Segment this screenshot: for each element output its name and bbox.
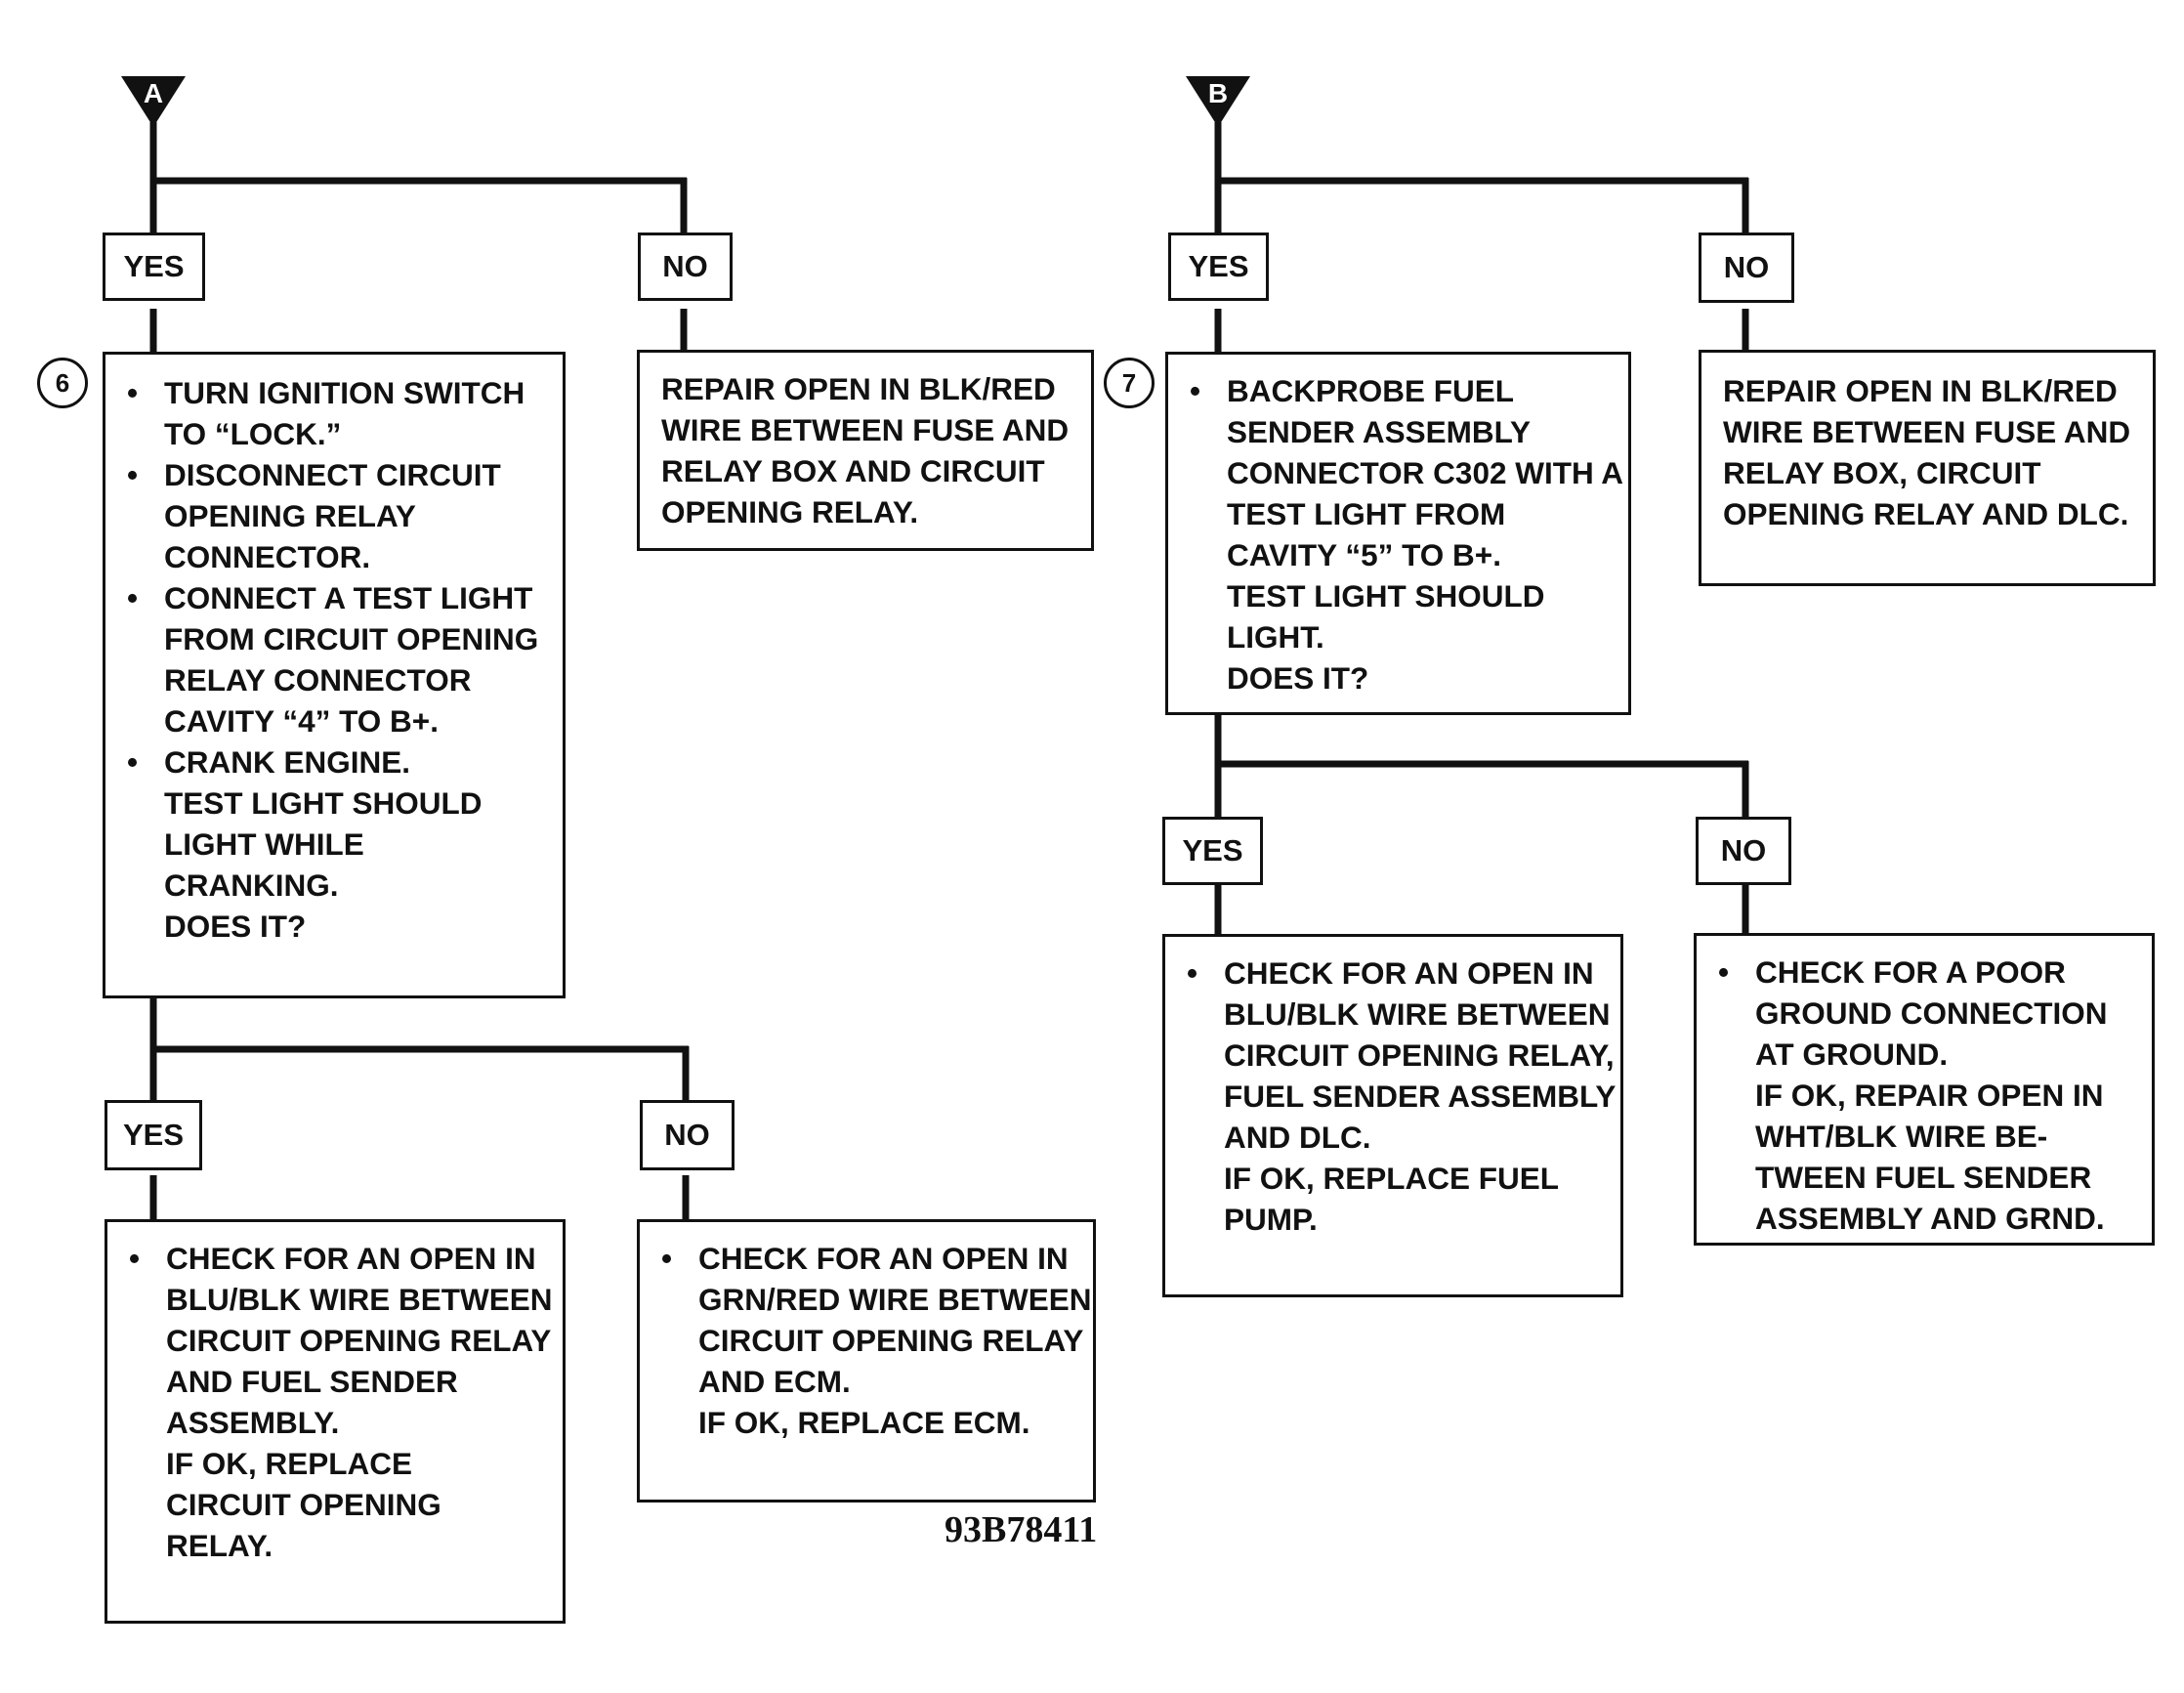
check-bullet: •CHECK FOR AN OPEN IN BLU/BLK WIRE BETWE… (129, 1241, 553, 1440)
step-6-line: CRANKING. (164, 868, 339, 903)
check-grn-red-box: •CHECK FOR AN OPEN IN GRN/RED WIRE BETWE… (637, 1219, 1096, 1503)
step-6-bullet: •CONNECT A TEST LIGHT FROM CIRCUIT OPENI… (127, 580, 539, 739)
step-number-7: 7 (1104, 358, 1155, 408)
step-6-question: DOES IT? (164, 909, 307, 944)
step-6-bullet: •CRANK ENGINE. (127, 744, 411, 780)
no-label-a: NO (638, 233, 733, 301)
check-line: IF OK, REPLACE (166, 1446, 413, 1481)
no-label-b-step7: NO (1696, 817, 1791, 885)
step-number-6: 6 (37, 358, 88, 408)
step-7-line: LIGHT. (1227, 619, 1324, 655)
check-line: TWEEN FUEL SENDER (1755, 1160, 2092, 1195)
check-line: IF OK, REPLACE FUEL (1224, 1161, 1560, 1196)
no-label-a-step6: NO (640, 1100, 735, 1170)
entry-letter-a: A (143, 78, 164, 108)
check-bullet: •CHECK FOR AN OPEN IN GRN/RED WIRE BETWE… (661, 1241, 1092, 1399)
repair-box-b: REPAIR OPEN IN BLK/RED WIRE BETWEEN FUSE… (1699, 350, 2156, 586)
step-7-bullet: •BACKPROBE FUEL SENDER ASSEMBLY CONNECTO… (1190, 373, 1622, 572)
entry-triangle-b (1186, 76, 1250, 127)
check-line: IF OK, REPLACE ECM. (698, 1405, 1030, 1440)
step-6-line: LIGHT WHILE (164, 826, 364, 862)
entry-letter-b: B (1207, 78, 1229, 108)
check-blu-blk-box: •CHECK FOR AN OPEN IN BLU/BLK WIRE BETWE… (105, 1219, 566, 1624)
check-line: IF OK, REPAIR OPEN IN (1755, 1078, 2104, 1113)
step-6-box: •TURN IGNITION SWITCH TO “LOCK.” •DISCON… (103, 352, 566, 998)
check-line: CIRCUIT OPENING (166, 1487, 441, 1522)
no-label-b: NO (1699, 233, 1794, 303)
yes-label-a: YES (103, 233, 205, 301)
check-line: PUMP. (1224, 1202, 1318, 1237)
step-7-question: DOES IT? (1227, 660, 1369, 696)
step-6-line: TEST LIGHT SHOULD (164, 785, 483, 821)
step-7-line: TEST LIGHT SHOULD (1227, 578, 1545, 614)
check-bullet: •CHECK FOR AN OPEN IN BLU/BLK WIRE BETWE… (1187, 955, 1616, 1155)
yes-label-a-step6: YES (105, 1100, 202, 1170)
repair-box-a: REPAIR OPEN IN BLK/RED WIRE BETWEEN FUSE… (637, 350, 1094, 551)
check-bullet: •CHECK FOR A POOR GROUND CONNECTION AT G… (1718, 954, 2108, 1072)
check-ground-box: •CHECK FOR A POOR GROUND CONNECTION AT G… (1694, 933, 2155, 1246)
check-line: ASSEMBLY AND GRND. (1755, 1201, 2105, 1236)
step-7-box: •BACKPROBE FUEL SENDER ASSEMBLY CONNECTO… (1165, 352, 1631, 715)
entry-triangle-a (121, 76, 186, 127)
step-6-bullet: •DISCONNECT CIRCUIT OPENING RELAY CONNEC… (127, 457, 501, 574)
check-line: WHT/BLK WIRE BE- (1755, 1119, 2048, 1154)
check-blu-blk-dlc-box: •CHECK FOR AN OPEN IN BLU/BLK WIRE BETWE… (1162, 934, 1623, 1297)
check-line: RELAY. (166, 1528, 273, 1563)
yes-label-b-step7: YES (1162, 817, 1263, 885)
figure-id: 93B78411 (945, 1509, 1098, 1550)
step-6-bullet: •TURN IGNITION SWITCH TO “LOCK.” (127, 375, 525, 451)
yes-label-b: YES (1168, 233, 1269, 301)
